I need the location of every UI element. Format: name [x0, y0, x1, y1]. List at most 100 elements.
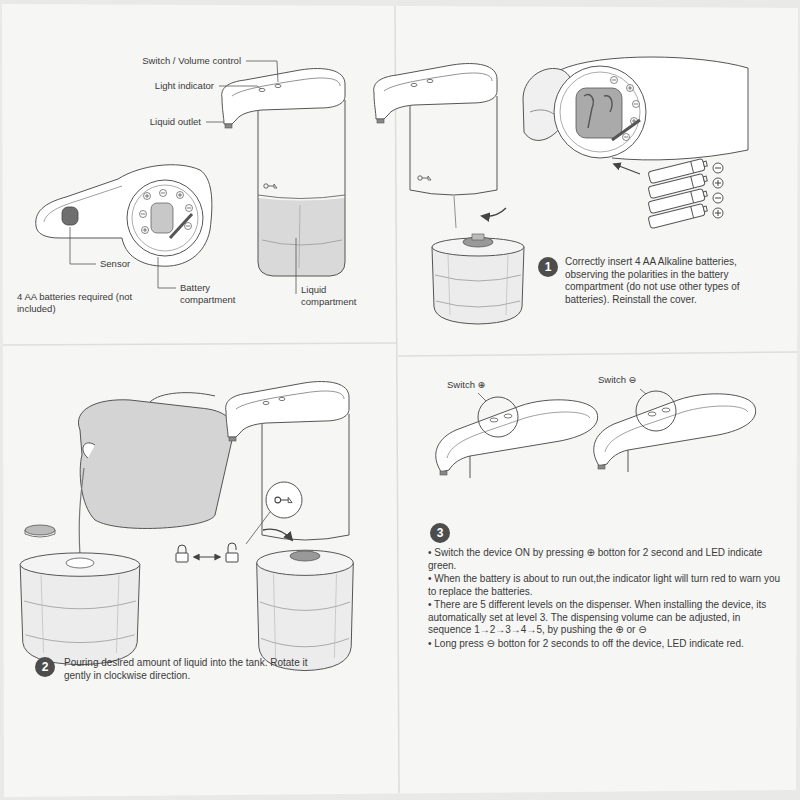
pouring-drawing [83, 443, 95, 458]
switch-drawing [447, 412, 590, 458]
underside-view [144, 193, 151, 200]
battery-closeup [703, 161, 707, 167]
battery-closeup [713, 208, 723, 218]
pouring-drawing [25, 530, 55, 537]
battery-closeup [713, 163, 723, 173]
paper-sheet [2, 4, 798, 797]
dispenser-drawing [264, 184, 277, 188]
battery-closeup [691, 161, 694, 173]
paper-sheet [395, 6, 399, 793]
underside-view [62, 207, 78, 225]
underside-view [36, 165, 212, 266]
battery-closeup [691, 191, 694, 203]
underside-view [160, 190, 167, 197]
dispenser-drawing [257, 550, 354, 670]
leader-line [70, 61, 296, 294]
part-label: Switch / Volume control [142, 55, 241, 67]
battery-closeup [612, 120, 640, 140]
leader-line [296, 238, 297, 294]
note-text: 4 AA batteries required (not included) [17, 291, 137, 315]
part-label: Light indicator [155, 80, 214, 92]
step-text: Correctly insert 4 AA Alkaline batteries… [565, 256, 773, 306]
leader-line [246, 61, 278, 82]
dispenser-drawing [299, 205, 300, 268]
underside-view [170, 214, 192, 238]
dispenser-drawing [454, 196, 456, 228]
step-number: 3 [430, 523, 450, 543]
underside-view [177, 192, 184, 199]
switch-drawing [436, 397, 598, 478]
dispenser-drawing [290, 551, 320, 561]
battery-closeup [560, 72, 640, 152]
battery-closeup [627, 85, 634, 92]
switch-drawing [478, 397, 518, 437]
step-number: 1 [538, 257, 558, 277]
switch-drawing [490, 418, 498, 422]
dispenser-drawing [258, 198, 345, 276]
pouring-drawing [78, 400, 233, 529]
pouring-drawing [66, 558, 94, 568]
part-label: Liquid compartment [301, 284, 367, 308]
dispenser-drawing [432, 238, 524, 324]
switch-drawing [470, 456, 471, 478]
bullet-text: • Switch the device ON by pressing ⊕ bot… [428, 547, 786, 572]
battery-closeup [554, 66, 646, 158]
dispenser-drawing [374, 64, 524, 324]
battery-closeup [713, 193, 723, 203]
leader-line [70, 227, 96, 264]
underside-view [140, 211, 147, 218]
dispenser-drawing [222, 69, 345, 128]
leader-line [158, 257, 176, 288]
dispenser-drawing [262, 535, 349, 540]
battery-closeup [713, 178, 723, 188]
dispenser-drawing [262, 414, 349, 535]
dispenser-drawing [482, 208, 506, 216]
paper-sheet [398, 352, 797, 356]
underside-view [142, 227, 149, 234]
step-number: 2 [35, 657, 55, 677]
dispenser-drawing [263, 529, 292, 540]
underside-view [44, 186, 122, 222]
bullet-text: • There are 5 different levels on the di… [428, 599, 786, 637]
dispenser-drawing [266, 482, 302, 518]
switch-label: Switch ⊖ [598, 374, 637, 386]
battery-closeup [648, 203, 708, 229]
battery-closeup [623, 134, 630, 141]
dispenser-drawing [374, 64, 497, 123]
battery-closeup [703, 176, 707, 182]
dispenser-drawing [418, 176, 431, 180]
switch-drawing [440, 471, 447, 475]
step-circle-shape [35, 657, 55, 677]
switch-drawing [648, 412, 656, 416]
pouring-drawing [25, 525, 55, 535]
leader-line [206, 122, 224, 123]
underside-view [186, 205, 193, 212]
battery-closeup [611, 77, 618, 84]
bullet-text: • When the battery is about to run out,t… [428, 573, 786, 598]
battery-closeup [523, 57, 748, 229]
battery-closeup [703, 206, 707, 212]
battery-closeup [691, 206, 694, 218]
battery-closeup [648, 203, 705, 228]
part-label: Liquid outlet [150, 116, 201, 128]
dispenser-drawing [410, 190, 497, 195]
step-circle-shape [430, 523, 450, 543]
battery-closeup [703, 191, 707, 197]
step-number-text: 1 [545, 261, 552, 273]
switch-drawing [605, 406, 748, 452]
underside-view [151, 203, 173, 233]
pouring-drawing [194, 557, 220, 558]
step-text: Pouring desired amount of liquid into th… [64, 657, 314, 682]
dispenser-drawing [222, 69, 345, 276]
part-label: Sensor [100, 258, 130, 270]
dispenser-drawing [246, 512, 270, 544]
pouring-drawing [20, 553, 140, 665]
pouring-drawing [176, 545, 188, 562]
bullet-text: • Long press ⊖ botton for 2 seconds to o… [428, 638, 786, 651]
part-label: Battery compartment [180, 282, 252, 306]
dispenser-drawing [226, 382, 354, 671]
pouring-drawing [150, 393, 215, 402]
switch-drawing [436, 389, 756, 478]
